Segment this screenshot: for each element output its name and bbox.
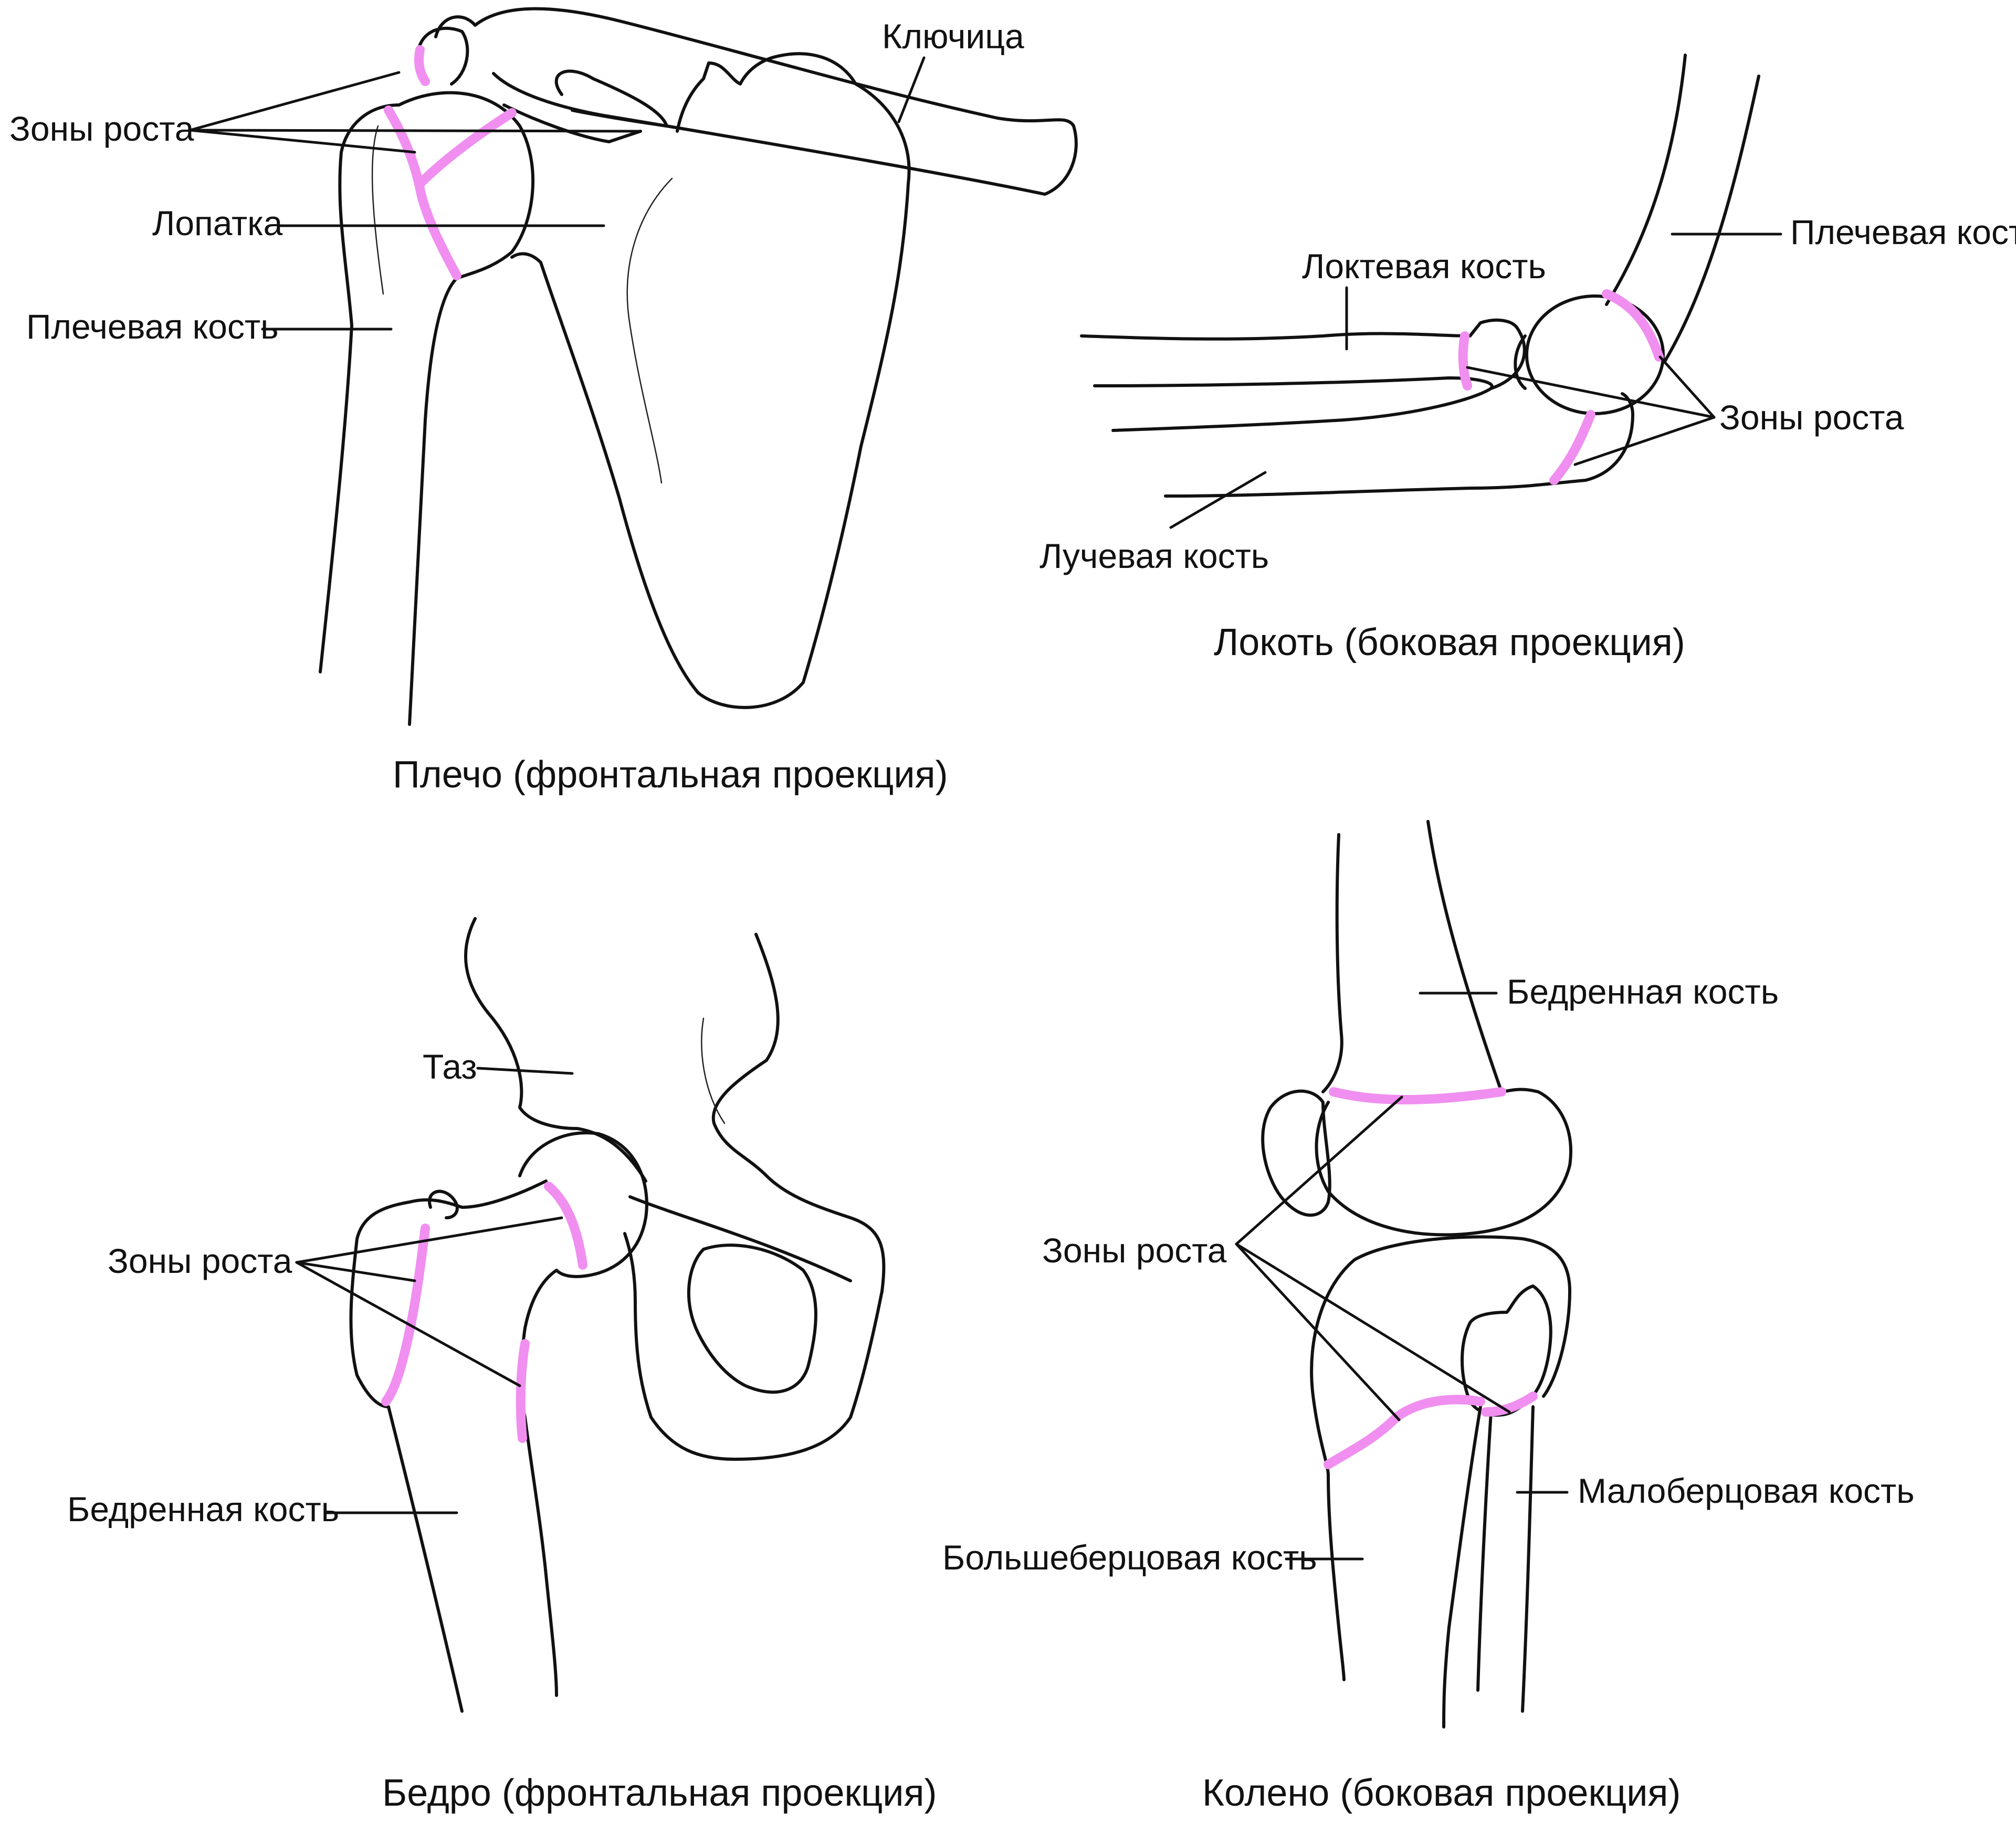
elbow-labels: Локтевая кость Плечевая кость Зоны роста… bbox=[1040, 213, 2016, 663]
knee-growth-leader-2 bbox=[1235, 1242, 1401, 1421]
elbow-drawing bbox=[1080, 54, 1760, 498]
scapula-bone bbox=[510, 52, 911, 709]
shoulder-growth-leader-1 bbox=[188, 71, 401, 132]
tibia-label: Большеберцовая кость bbox=[942, 1538, 1317, 1577]
hip-growth-leader-1 bbox=[295, 1216, 563, 1264]
femur-outline-left bbox=[349, 1179, 548, 1713]
elbow-growth-leader-1 bbox=[1658, 355, 1716, 419]
scapula-label: Лопатка bbox=[152, 204, 283, 243]
clavicle-leader bbox=[897, 56, 926, 123]
hip-growth-zone-3 bbox=[516, 1339, 530, 1443]
shoulder-growth-zone-3 bbox=[414, 45, 430, 86]
ulna-notch bbox=[1514, 334, 1527, 390]
elbow-humerus-condyle bbox=[1525, 294, 1665, 415]
elbow-growth-leader-2 bbox=[1466, 366, 1716, 419]
ulna-top bbox=[1080, 318, 1519, 341]
elbow-humerus-label: Плечевая кость bbox=[1790, 213, 2016, 251]
humerus-head bbox=[397, 91, 535, 280]
humerus-shaft-right bbox=[408, 277, 458, 726]
knee-drawing bbox=[1261, 820, 1572, 1729]
elbow-growth-leader-3 bbox=[1573, 416, 1716, 466]
shoulder-humerus-label: Плечевая кость bbox=[26, 307, 279, 346]
knee-growth-leader-1 bbox=[1235, 1095, 1403, 1246]
tibia-left bbox=[1310, 1258, 1356, 1681]
shoulder-caption: Плечо (фронтальная проекция) bbox=[393, 754, 948, 796]
fibula-label: Малоберцовая кость bbox=[1578, 1471, 1915, 1510]
shoulder-growth-leader-2 bbox=[188, 129, 416, 154]
radius-label: Лучевая кость bbox=[1040, 536, 1269, 575]
shoulder-labels: Зоны роста Лопатка Плечевая кость Ключиц… bbox=[9, 17, 1024, 796]
shoulder-growth-leader-3 bbox=[188, 129, 642, 133]
elbow-growth-label: Зоны роста bbox=[1719, 398, 1904, 437]
humerus-shaft-left bbox=[319, 103, 401, 673]
greater-trochanter-tip bbox=[428, 1189, 459, 1219]
shoulder-growth-label: Зоны роста bbox=[9, 109, 194, 148]
elbow-humerus-left bbox=[1605, 54, 1687, 306]
femoral-head bbox=[518, 1131, 648, 1278]
pelvis-leader bbox=[476, 1067, 574, 1075]
pelvis-ramus bbox=[628, 1195, 852, 1282]
obturator-foramen bbox=[687, 1244, 817, 1394]
knee-growth-label: Зоны роста bbox=[1042, 1231, 1227, 1270]
hip-growth-leader-3 bbox=[295, 1261, 521, 1387]
radius-leader bbox=[1169, 471, 1267, 529]
ulna-olecranon bbox=[1489, 326, 1526, 390]
tibia-top bbox=[1353, 1235, 1571, 1398]
knee-femur-left bbox=[1321, 833, 1343, 1093]
shoulder-growth-zone-2 bbox=[415, 108, 517, 188]
shoulder-growth-zone-1 bbox=[384, 106, 461, 280]
knee-labels: Бедренная кость Зоны роста Малоберцовая … bbox=[942, 972, 1915, 1814]
elbow-humerus-right bbox=[1663, 75, 1760, 364]
knee-femur-right bbox=[1426, 820, 1503, 1093]
knee-growth-zone-1 bbox=[1329, 1087, 1506, 1104]
humerus-inner-line bbox=[371, 125, 384, 295]
elbow-caption: Локоть (боковая проекция) bbox=[1214, 621, 1685, 663]
knee-growth-leader-3 bbox=[1235, 1242, 1511, 1414]
shoulder-drawing bbox=[319, 7, 1078, 726]
elbow-growth-zone-3 bbox=[1549, 410, 1595, 485]
ulna-bottom bbox=[1093, 376, 1494, 432]
coracoid-process bbox=[554, 69, 668, 128]
knee-growth-zone-3 bbox=[1481, 1392, 1538, 1417]
clavicle-label: Ключица bbox=[882, 17, 1024, 56]
femoral-condyle bbox=[1315, 1088, 1572, 1237]
patella bbox=[1261, 1089, 1331, 1217]
scapula-ridge bbox=[626, 177, 673, 484]
knee-growth-zone-2 bbox=[1324, 1395, 1485, 1469]
hip-growth-zone-1 bbox=[544, 1182, 587, 1270]
clavicle-inner-line bbox=[434, 15, 477, 38]
hip-labels: Таз Зоны роста Бедренная кость Бедро (фр… bbox=[67, 1047, 937, 1814]
hip-drawing bbox=[349, 917, 886, 1713]
hip-growth-label: Зоны роста bbox=[108, 1241, 292, 1280]
pelvis-inner-line bbox=[701, 1017, 726, 1124]
fibula-shaft-left bbox=[1476, 1410, 1493, 1692]
pelvis-left-outline bbox=[464, 917, 647, 1183]
ulna-label: Локтевая кость bbox=[1302, 247, 1546, 286]
pelvis-right-outline bbox=[623, 933, 886, 1461]
knee-caption: Колено (боковая проекция) bbox=[1202, 1772, 1681, 1814]
coracoid-tip bbox=[502, 103, 642, 143]
hip-growth-leader-2 bbox=[295, 1261, 416, 1282]
elbow-growth-zone-2 bbox=[1458, 331, 1472, 391]
femur-outline-right bbox=[519, 1269, 558, 1697]
radius-bone bbox=[1164, 392, 1634, 498]
elbow-growth-zone-1 bbox=[1602, 289, 1664, 362]
hip-caption: Бедро (фронтальная проекция) bbox=[382, 1772, 937, 1814]
knee-femur-label: Бедренная кость bbox=[1507, 972, 1779, 1011]
pelvis-label: Таз bbox=[423, 1047, 477, 1086]
hip-femur-label: Бедренная кость bbox=[67, 1490, 339, 1529]
hip-growth-zone-2 bbox=[381, 1224, 430, 1406]
tibia-right bbox=[1442, 1405, 1482, 1729]
fibula-shaft-right bbox=[1521, 1405, 1535, 1713]
